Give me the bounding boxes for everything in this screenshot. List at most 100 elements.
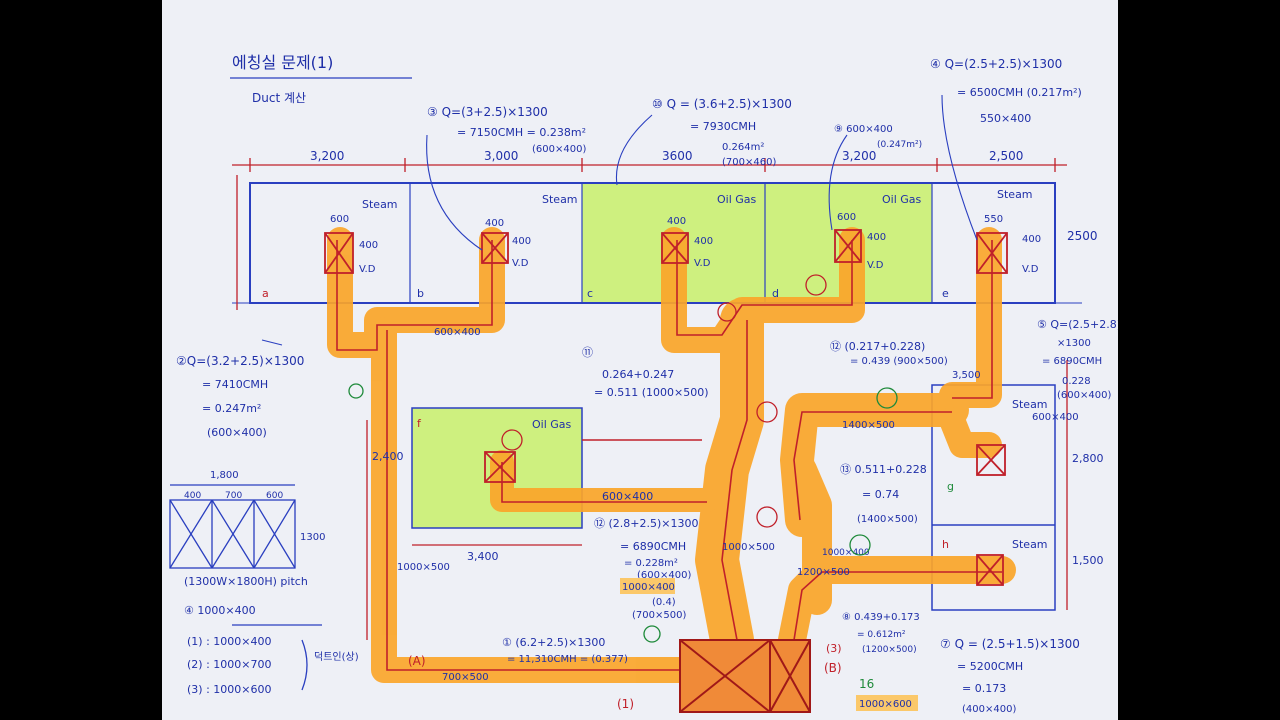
col-mark-g: g: [947, 480, 954, 493]
room-steam-h: Steam: [1012, 538, 1048, 551]
room-oil-gas-d: Oil Gas: [882, 193, 922, 206]
note-12b-l2: = 6890CMH: [620, 540, 686, 553]
hood-d-w: 600: [837, 212, 856, 223]
note-3-l1: ③ Q=(3+2.5)×1300: [427, 105, 548, 119]
note-7-l4: (400×400): [962, 704, 1016, 715]
note-12a-l1: ⑫ (0.217+0.228): [830, 340, 925, 353]
note-7-l2: = 5200CMH: [957, 660, 1023, 673]
note-11-l3: = 0.511 (1000×500): [594, 386, 709, 399]
hood-c: [661, 232, 689, 264]
note-hl2: 1000×600: [859, 699, 912, 710]
duct-label-2: 600×400: [602, 490, 653, 503]
filter-cell-1: 400: [184, 491, 201, 501]
col-mark-a: a: [262, 287, 269, 300]
note-7-l1: ⑦ Q = (2.5+1.5)×1300: [940, 637, 1080, 651]
note-hl1: 1000×400: [622, 582, 675, 593]
duct-label-4: 600×400: [1032, 412, 1079, 423]
note-13-l3: (1400×500): [857, 514, 918, 525]
room-f-outline: [411, 407, 583, 529]
hood-a-vd: V.D: [359, 264, 376, 275]
dim-right-2: 2,800: [1072, 452, 1104, 465]
duct-label-6: 1000×500: [397, 562, 450, 573]
paper-sheet: 에칭실 문제(1) Duct 계산 3,200 3,000 3600 3,200…: [162, 0, 1118, 720]
note-700x500: (700×500): [632, 610, 686, 621]
dim-right-1: 3,500: [952, 370, 981, 381]
note-5-l4: 0.228: [1062, 376, 1091, 387]
leader-lines: [261, 94, 978, 346]
dim-top-3: 3600: [662, 149, 693, 163]
hood-b-h: 400: [512, 236, 531, 247]
filter-cell-2: 700: [225, 491, 242, 501]
note-10-l3: 0.264m²: [722, 142, 764, 153]
hood-a-h: 400: [359, 240, 378, 251]
room-steam-b: Steam: [542, 193, 578, 206]
filter-bracket-note: 덕트인(상): [314, 651, 359, 663]
duct-drawing: 에칭실 문제(1) Duct 계산 3,200 3,000 3600 3,200…: [169, 53, 1118, 715]
dim-right-3: 1,500: [1072, 554, 1104, 567]
dim-left: 2,400: [372, 450, 404, 463]
note-5-l1: ⑤ Q=(2.5+2.8): [1037, 318, 1118, 331]
note-10-l1: ⑩ Q = (3.6+2.5)×1300: [652, 97, 792, 111]
dim-top-1: 3,200: [310, 149, 344, 163]
room-steam-g: Steam: [1012, 398, 1048, 411]
note-3-l3: (600×400): [532, 144, 586, 155]
hood-c-w: 400: [667, 216, 686, 227]
ahu-a-num: (1): [617, 697, 634, 711]
note-13-l2: = 0.74: [862, 488, 899, 501]
room-steam-a: Steam: [362, 198, 398, 211]
note-12b-l3: = 0.228m²: [624, 558, 678, 569]
duct-label-5: 700×500: [442, 672, 489, 683]
note-5-l5: (600×400): [1057, 390, 1111, 401]
hood-d: [834, 229, 862, 263]
note-3-l2: = 7150CMH = 0.238m²: [457, 126, 586, 139]
note-5-l3: = 6890CMH: [1042, 356, 1102, 367]
note-10-l4: (700×460): [722, 157, 776, 168]
duct-label-1: 600×400: [434, 327, 481, 338]
hood-h: [976, 554, 1004, 586]
note-11-l2: 0.264+0.247: [602, 368, 674, 381]
green-room-cd: [582, 184, 932, 302]
note-10-l2: = 7930CMH: [690, 120, 756, 133]
hood-f: [484, 451, 516, 483]
note-11-l1: ⑪: [582, 346, 593, 359]
ahu-a-label: (A): [408, 654, 426, 668]
note-8-l2: = 0.612m²: [857, 630, 906, 640]
note-7-l3: = 0.173: [962, 682, 1006, 695]
hood-e-w: 550: [984, 214, 1003, 225]
note-hl1b: (0.4): [652, 597, 676, 608]
note-1-l1: ① (6.2+2.5)×1300: [502, 636, 605, 649]
filter-title: ④ 1000×400: [184, 604, 256, 617]
note-13-l1: ⑬ 0.511+0.228: [840, 463, 927, 476]
dim-right: 2500: [1067, 229, 1098, 243]
note-9-l2: (0.247m²): [877, 140, 922, 150]
note-12b-l1: ⑫ (2.8+2.5)×1300: [594, 517, 699, 530]
note-1-l2: = 11,310CMH = (0.377): [507, 654, 628, 665]
duct-label-9: 1000×400: [822, 548, 870, 558]
hood-d-h: 400: [867, 232, 886, 243]
filter-sketch: [169, 484, 322, 691]
hood-e: [976, 232, 1008, 274]
hood-b-w: 400: [485, 218, 504, 229]
hood-c-vd: V.D: [694, 258, 711, 269]
hood-b-vd: V.D: [512, 258, 529, 269]
note-8-l3: (1200×500): [862, 645, 917, 655]
hood-d-vd: V.D: [867, 260, 884, 271]
page-subtitle: Duct 계산: [252, 91, 306, 105]
filter-line-2: (2) : 1000×700: [187, 658, 272, 671]
room-steam-e: Steam: [997, 188, 1033, 201]
duct-label-3: 1400×500: [842, 420, 895, 431]
note-2-l2: = 7410CMH: [202, 378, 268, 391]
filter-line-3: (3) : 1000×600: [187, 683, 272, 696]
duct-label-8: 1200×500: [797, 567, 850, 578]
hood-e-h: 400: [1022, 234, 1041, 245]
note-2-l4: (600×400): [207, 426, 267, 439]
hood-e-vd: V.D: [1022, 264, 1039, 275]
note-9-l1: ⑨ 600×400: [834, 124, 893, 135]
col-mark-d: d: [772, 287, 779, 300]
ahu-b-label: (B): [824, 661, 842, 675]
dim-top-4: 3,200: [842, 149, 876, 163]
col-mark-f: f: [417, 417, 422, 430]
hood-b: [481, 232, 509, 264]
hood-a-w: 600: [330, 214, 349, 225]
